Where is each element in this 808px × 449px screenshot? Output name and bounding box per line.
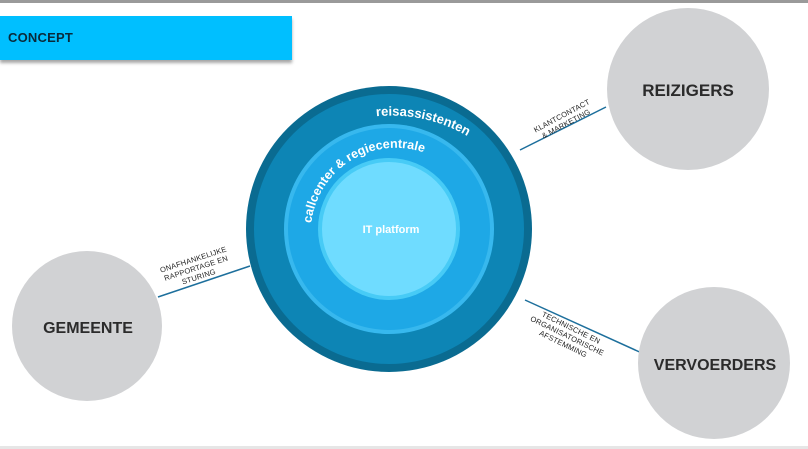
stakeholder-circle-reizigers xyxy=(607,8,769,170)
center-label: IT platform xyxy=(363,224,420,236)
edge-label-reizigers: KLANTCONTACT & MARKETING xyxy=(532,97,592,140)
stakeholder-label-vervoerders: VERVOERDERS xyxy=(654,357,777,374)
connector-reizigers xyxy=(519,106,607,151)
stakeholder-circle-vervoerders xyxy=(638,287,790,439)
stakeholder-label-gemeente: GEMEENTE xyxy=(43,320,133,337)
header-band: CONCEPT xyxy=(0,16,292,60)
edge-label-vervoerders: TECHNISCHE EN ORGANISATORISCHE AFSTEMMIN… xyxy=(529,310,606,360)
bottom-rule xyxy=(0,446,808,449)
top-rule xyxy=(0,0,808,3)
core-center xyxy=(322,162,456,296)
connector-gemeente xyxy=(157,265,251,298)
stakeholder-label-reizigers: REIZIGERS xyxy=(642,81,734,100)
stakeholder-circle-gemeente xyxy=(12,251,162,401)
connector-vervoerders xyxy=(524,299,645,355)
page-title: CONCEPT xyxy=(8,30,73,45)
